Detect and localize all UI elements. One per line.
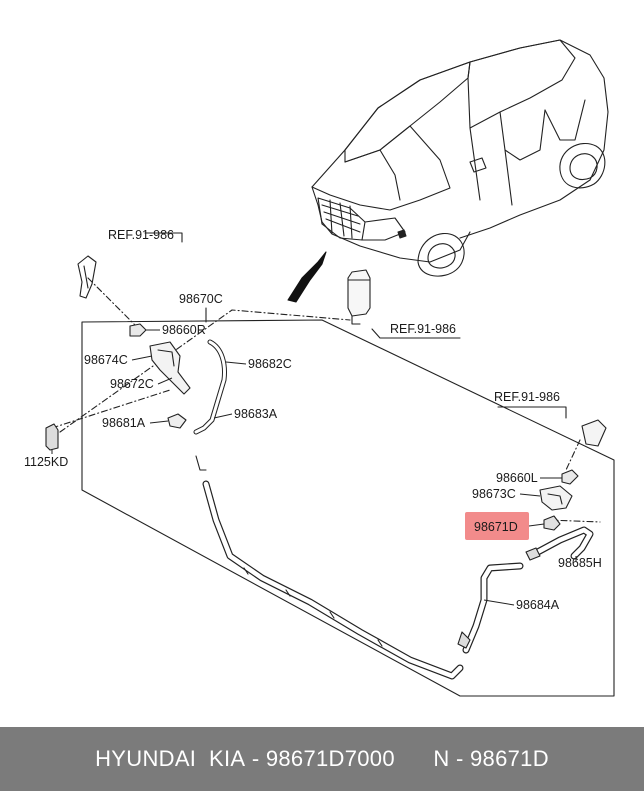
label-ref-top: REF.91-986 [108, 228, 174, 242]
washer-pump [347, 269, 371, 317]
label-1125KD: 1125KD [24, 455, 68, 469]
label-98674C: 98674C [84, 353, 128, 367]
clip-98681A [167, 413, 187, 429]
hose-98685H [530, 526, 594, 560]
label-ref-right: REF.91-986 [494, 390, 560, 404]
assembly-frame [81, 319, 615, 697]
footer-gap [395, 746, 433, 772]
footer-short-code: 98671D [470, 746, 549, 771]
actuator-98673C [539, 485, 573, 511]
label-98681A: 98681A [102, 416, 146, 430]
label-98660L: 98660L [496, 471, 538, 485]
parts-diagram: REF.91-986 98670C 98660R 98674C 98682C 9… [24, 39, 615, 697]
label-98682C: 98682C [248, 357, 292, 371]
label-98670C: 98670C [179, 292, 223, 306]
bumper-piece-right [581, 419, 607, 447]
location-arrow [287, 251, 327, 303]
label-98671D: 98671D [474, 520, 518, 534]
part-number-banner: HYUNDAI KIA - 98671D7000 N - 98671D [0, 727, 644, 791]
footer-separator-1: - [245, 746, 266, 771]
part-98671D [543, 515, 561, 531]
label-98672C: 98672C [110, 377, 154, 391]
label-98683A: 98683A [234, 407, 278, 421]
footer-part-number: 98671D7000 [265, 746, 395, 771]
nozzle-98660R [129, 323, 147, 337]
label-98660R: 98660R [162, 323, 206, 337]
label-98673C: 98673C [472, 487, 516, 501]
footer-prefix: N [433, 746, 450, 771]
bumper-piece-left [77, 255, 97, 299]
main-hose [202, 480, 464, 680]
footer-separator-2: - [449, 746, 471, 771]
footer-brand: HYUNDAI KIA [95, 746, 246, 771]
car-illustration [311, 39, 609, 277]
label-98685H: 98685H [558, 556, 602, 570]
hose-98684A [462, 562, 524, 654]
bolt-1125KD [45, 423, 59, 451]
label-ref-mid: REF.91-986 [390, 322, 456, 336]
nozzle-98660L [561, 469, 579, 485]
highlight-box-98671D [465, 512, 529, 540]
actuator-98674C [149, 341, 191, 395]
label-98684A: 98684A [516, 598, 560, 612]
